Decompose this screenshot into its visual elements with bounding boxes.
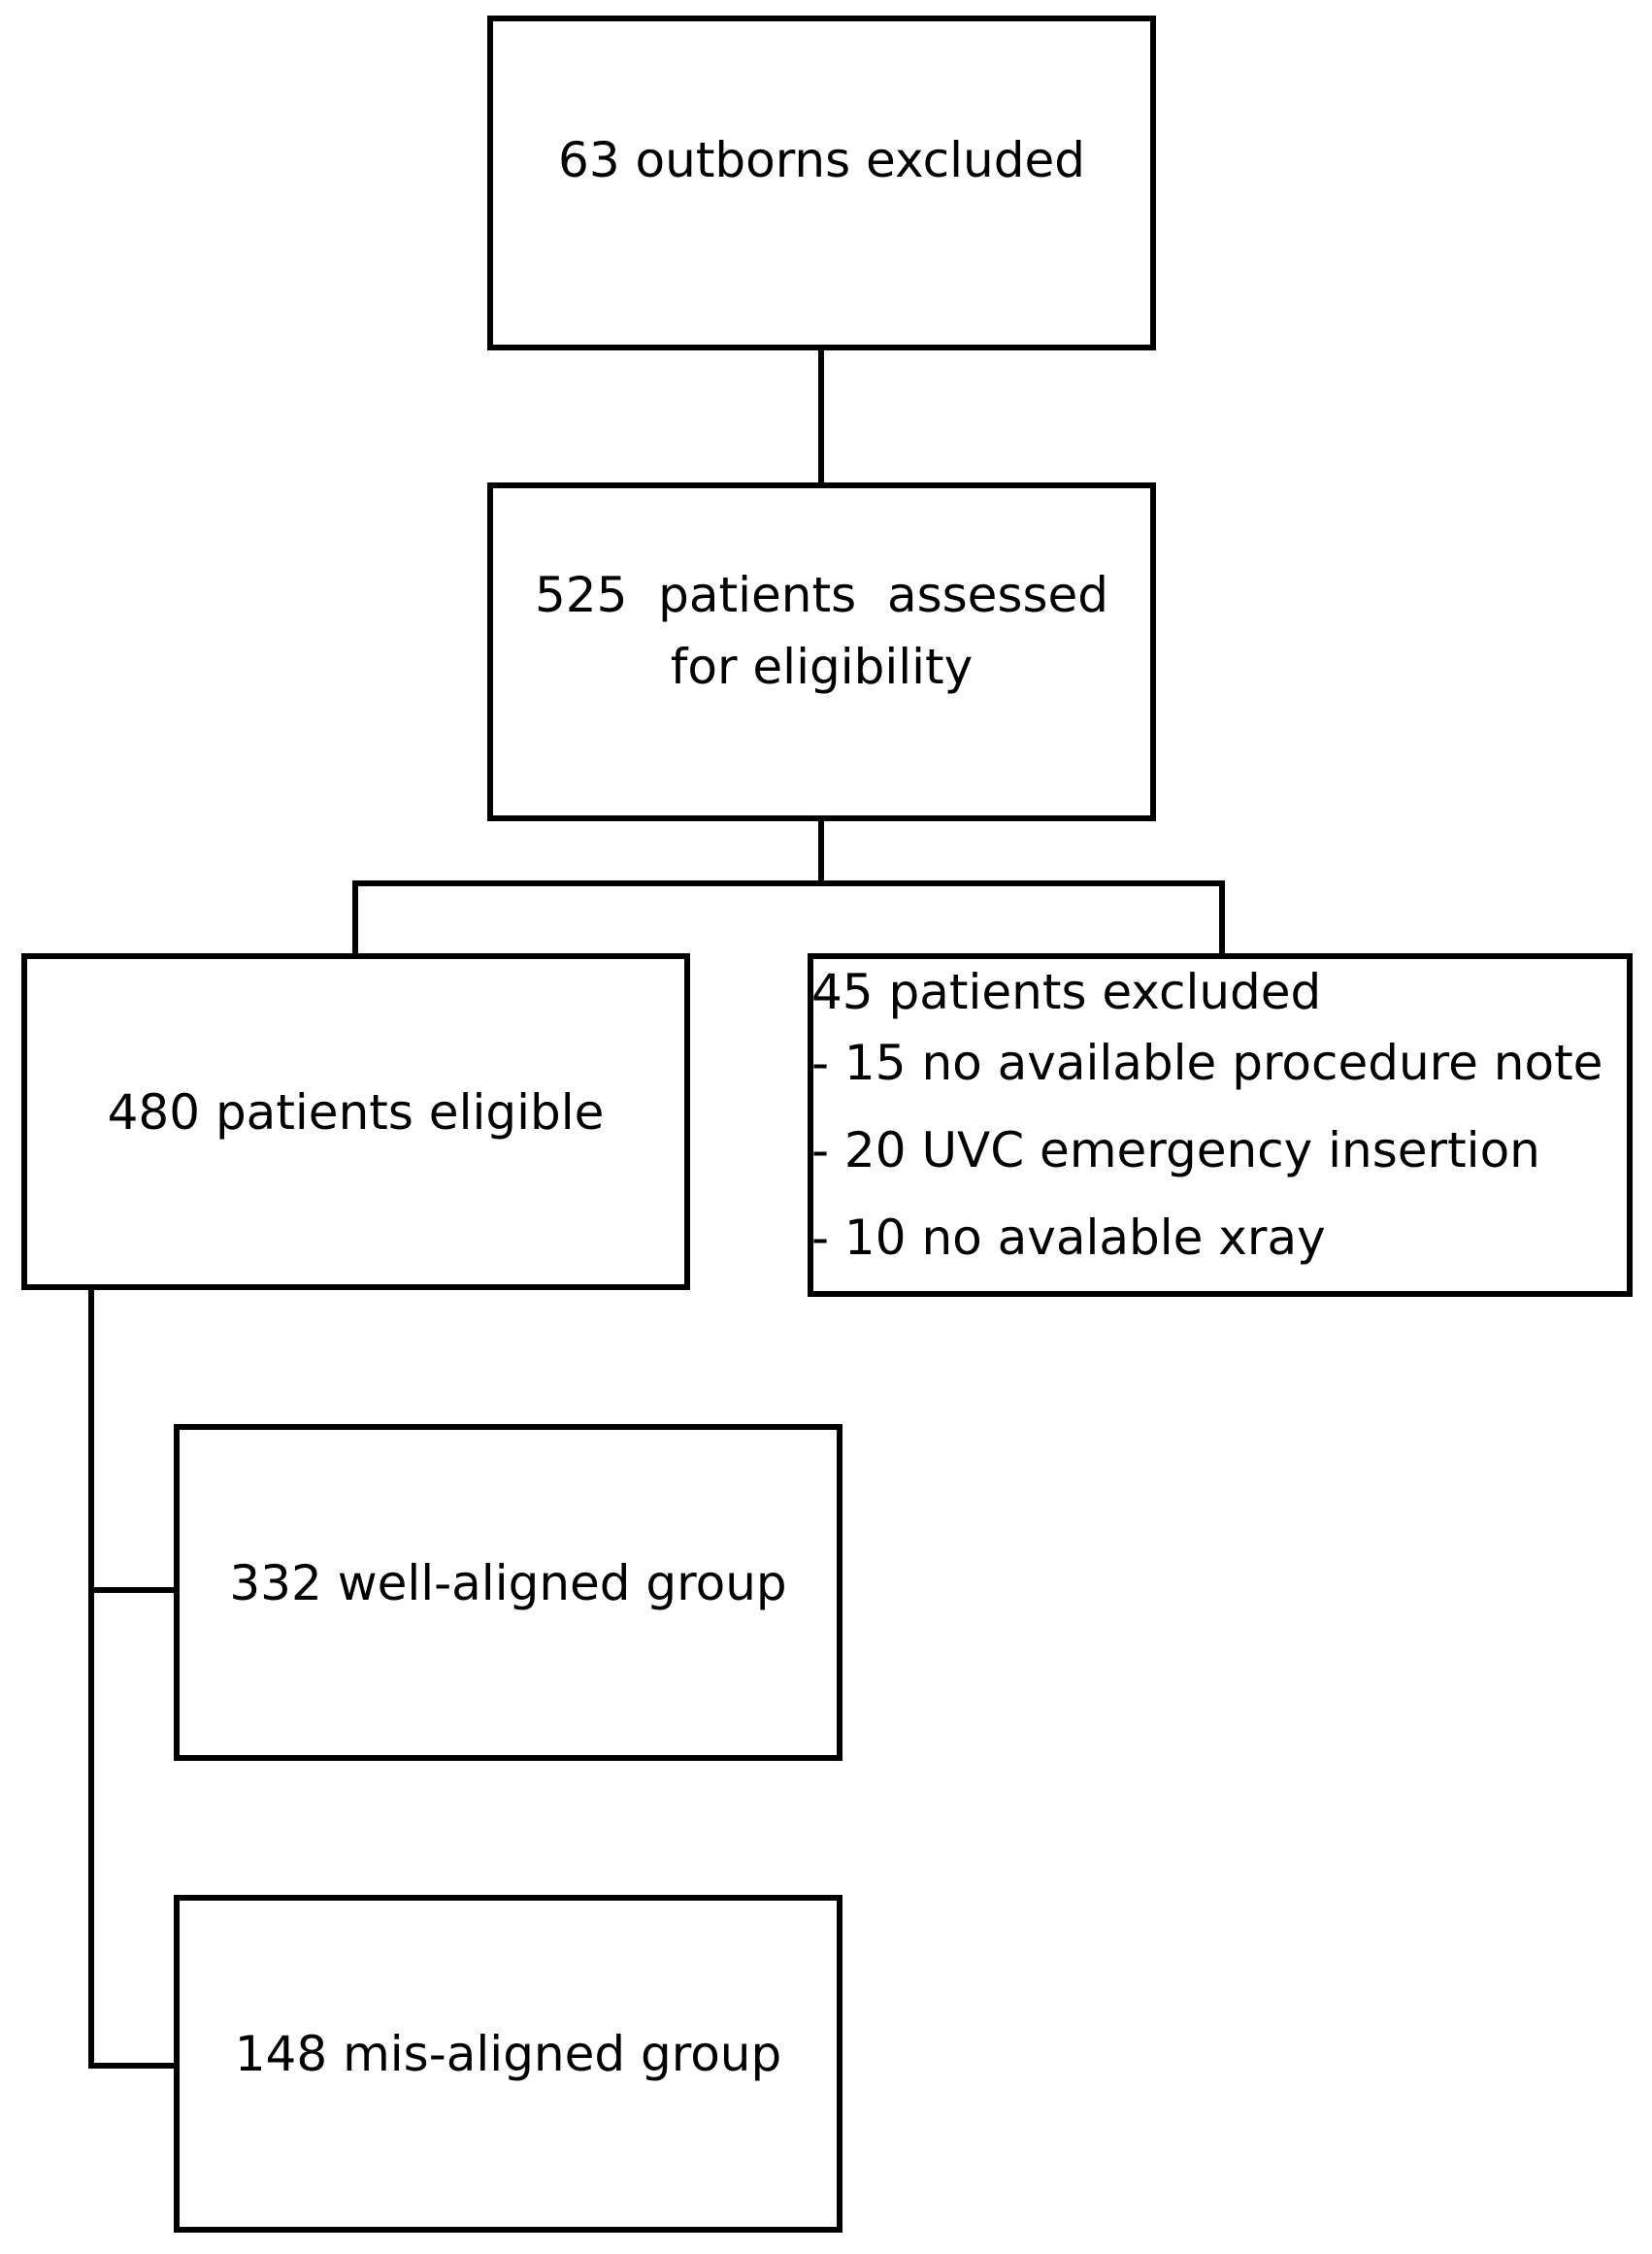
eligible-box: 480 patients eligible xyxy=(21,953,690,1290)
connector-to-excluded xyxy=(1219,880,1225,955)
connector-outborns-to-assessed xyxy=(818,345,824,486)
assessed-line-1: 525 patients assessed xyxy=(534,566,1109,623)
well-aligned-group-text: 332 well-aligned group xyxy=(229,1554,787,1611)
connector-split-horizontal xyxy=(352,880,1225,886)
well-aligned-group-box: 332 well-aligned group xyxy=(174,1424,843,1761)
connector-to-eligible xyxy=(352,880,358,955)
outborns-excluded-box: 63 outborns excluded xyxy=(487,16,1156,350)
excluded-item: - 20 UVC emergency insertion xyxy=(811,1122,1540,1178)
connector-assessed-down xyxy=(818,815,824,883)
excluded-title: 45 patients excluded xyxy=(811,964,1322,1020)
assessed-box: 525 patients assessed for eligibility xyxy=(487,482,1156,821)
connector-to-well-aligned xyxy=(88,1587,176,1593)
misaligned-group-text: 148 mis-aligned group xyxy=(234,2026,782,2082)
excluded-item: - 10 no avalable xray xyxy=(811,1210,1326,1266)
excluded-box: 45 patients excluded - 15 no available p… xyxy=(808,953,1633,1297)
eligible-text: 480 patients eligible xyxy=(107,1083,605,1141)
assessed-line-2: for eligibility xyxy=(670,638,974,695)
excluded-item: - 15 no available procedure note xyxy=(811,1035,1603,1091)
misaligned-group-box: 148 mis-aligned group xyxy=(174,1895,843,2233)
assessed-text: 525 patients assessed for eligibility xyxy=(535,559,1108,746)
outborns-excluded-text: 63 outborns excluded xyxy=(558,131,1085,188)
connector-to-misaligned xyxy=(88,2063,176,2069)
connector-eligible-trunk xyxy=(88,1284,94,2069)
